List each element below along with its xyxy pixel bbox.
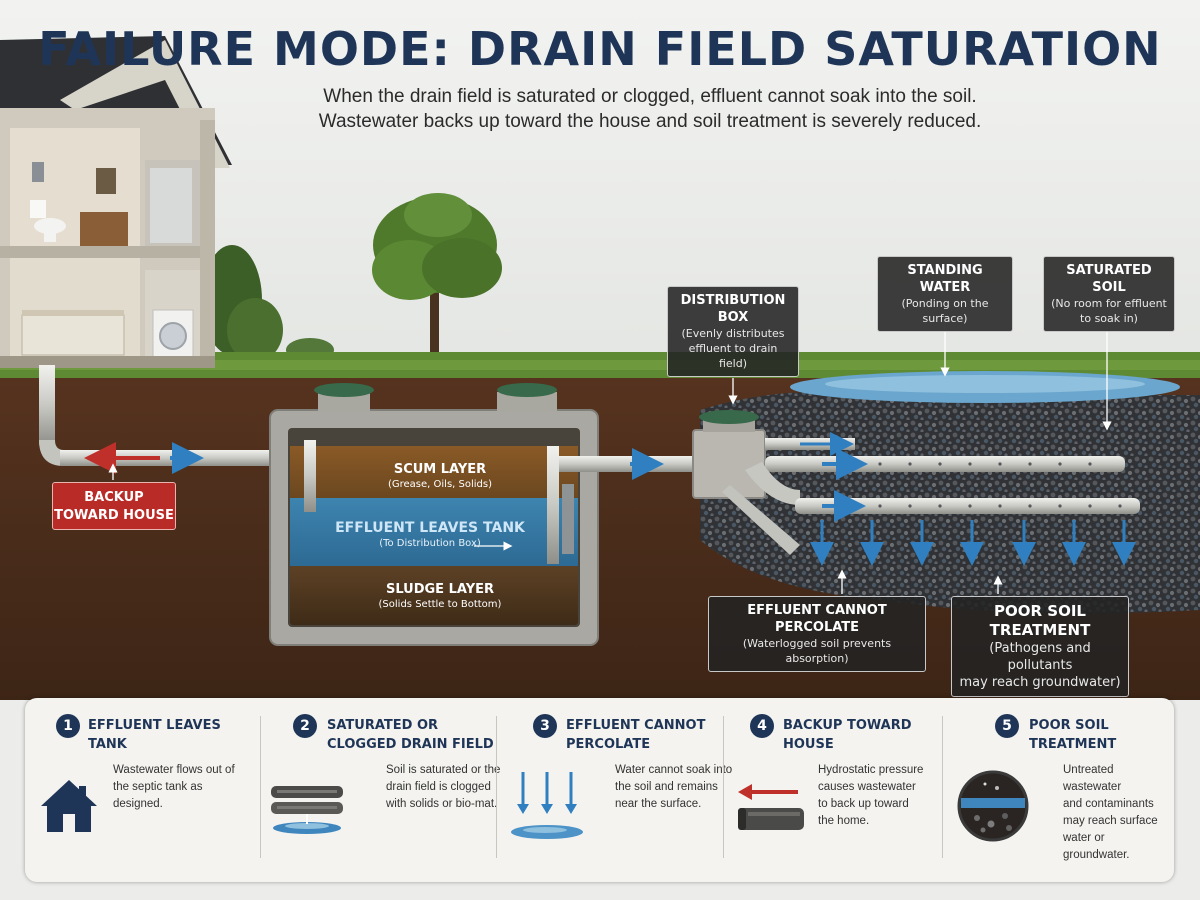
step-body: Soil is saturated or the drain field is … [386, 762, 516, 813]
step-4: 4 BACKUP TOWARD HOUSE Hydrostatic pressu… [724, 698, 942, 882]
septic-tank [269, 383, 599, 646]
standing-water-title: STANDING WATER [907, 263, 983, 295]
cannot-percolate-title: EFFLUENT CANNOT PERCOLATE [747, 603, 887, 635]
step-body-line: with solids or bio-mat. [386, 798, 498, 810]
step-title-line2: PERCOLATE [566, 737, 651, 752]
cannot-percolate-sub: (Waterlogged soil prevents absorption) [742, 637, 892, 665]
sludge-layer-label: SLUDGE LAYER (Solids Settle to Bottom) [330, 581, 550, 612]
percolation-arrows [810, 520, 1136, 566]
page-title: FAILURE MODE: DRAIN FIELD SATURATION [38, 22, 1162, 76]
step-body-line: the septic tank as [113, 781, 203, 793]
step-number: 1 [56, 714, 80, 738]
step-body: Untreated wastewater and contaminants ma… [1063, 762, 1173, 864]
step-title: EFFLUENT CANNOT PERCOLATE [566, 716, 705, 754]
dbox-title: DISTRIBUTION BOX [680, 293, 786, 325]
backup-label-line1: BACKUP [84, 490, 144, 505]
dbox-sub1: (Evenly distributes [681, 327, 785, 340]
distribution-box-label: DISTRIBUTION BOX (Evenly distributes eff… [667, 286, 799, 377]
outlet-pipe [559, 456, 699, 472]
soil-cross-section-icon [957, 770, 1029, 842]
step-title-line1: BACKUP TOWARD HOUSE [783, 718, 912, 752]
step-5: 5 POOR SOIL TREATMENT Untreated wastewat… [943, 698, 1174, 882]
step-body-line: causes wastewater [818, 781, 916, 793]
drain-laterals [722, 432, 1140, 555]
saturated-soil-title: SATURATED SOIL [1066, 263, 1152, 295]
step-body-line: Untreated wastewater [1063, 764, 1122, 793]
step-body: Water cannot soak into the soil and rema… [615, 762, 745, 813]
step-body: Wastewater flows out of the septic tank … [113, 762, 243, 813]
cannot-percolate-label: EFFLUENT CANNOT PERCOLATE (Waterlogged s… [708, 596, 926, 672]
sludge-layer [290, 566, 578, 625]
backup-pipe-icon [738, 784, 804, 830]
step-title-line1: POOR SOIL TREATMENT [1029, 718, 1117, 752]
saturated-soil-sub2: to soak in) [1080, 312, 1138, 325]
step-title: POOR SOIL TREATMENT [1029, 716, 1174, 754]
step-1: 1 EFFLUENT LEAVES TANK Wastewater flows … [25, 698, 260, 882]
saturated-soil-label: SATURATED SOIL (No room for effluent to … [1043, 256, 1175, 332]
step-body-line: Wastewater flows out of [113, 764, 235, 776]
step-title: BACKUP TOWARD HOUSE [783, 716, 942, 754]
effluent-leaves-sub: (To Distribution Box) [379, 538, 481, 549]
step-body-line: designed. [113, 798, 163, 810]
step-body-line: and contaminants [1063, 798, 1154, 810]
step-body-line: Water cannot soak into [615, 764, 733, 776]
step-title: SATURATED OR CLOGGED DRAIN FIELD [327, 716, 494, 754]
effluent-leaves-title: EFFLUENT LEAVES TANK [335, 520, 525, 536]
poor-treatment-sub2: may reach groundwater) [959, 675, 1121, 690]
step-number: 3 [533, 714, 557, 738]
step-body-line: to back up toward [818, 798, 909, 810]
backup-toward-house-label: BACKUP TOWARD HOUSE [52, 482, 176, 530]
effluent-layer [290, 498, 578, 566]
sludge-sub: (Solids Settle to Bottom) [378, 599, 502, 610]
tree [372, 193, 502, 360]
scum-layer [290, 446, 578, 498]
step-title: EFFLUENT LEAVES TANK [88, 716, 260, 754]
step-title-line1: EFFLUENT CANNOT [566, 718, 706, 733]
standing-water-sub: (Ponding on the surface) [901, 297, 989, 325]
dbox-sub2: effluent to drain field) [688, 342, 778, 370]
step-number: 4 [750, 714, 774, 738]
step-title-line1: EFFLUENT LEAVES TANK [88, 718, 221, 752]
backup-label-line2: TOWARD HOUSE [54, 508, 174, 523]
standing-water-label: STANDING WATER (Ponding on the surface) [877, 256, 1013, 332]
bushes [202, 245, 334, 362]
step-body-line: Soil is saturated or the [386, 764, 501, 776]
step-body-line: near the surface. [615, 798, 702, 810]
clogged-pipes-icon [271, 786, 343, 834]
divider [723, 716, 724, 858]
sludge-title: SLUDGE LAYER [385, 582, 494, 597]
step-number: 5 [995, 714, 1019, 738]
page-subtitle: When the drain field is saturated or clo… [318, 86, 982, 132]
step-number: 2 [293, 714, 317, 738]
distribution-box [692, 378, 766, 499]
scum-title: SCUM LAYER [393, 462, 487, 477]
step-2: 2 SATURATED OR CLOGGED DRAIN FIELD Soil … [261, 698, 500, 882]
step-3: 3 EFFLUENT CANNOT PERCOLATE Water cannot… [497, 698, 732, 882]
house [0, 36, 232, 368]
poor-treatment-label: POOR SOIL TREATMENT (Pathogens and pollu… [951, 596, 1129, 697]
step-body-line: may reach surface [1063, 815, 1158, 827]
step-body-line: Hydrostatic pressure [818, 764, 924, 776]
divider [260, 716, 261, 858]
step-body-line: the soil and remains [615, 781, 718, 793]
effluent-leaves-label: EFFLUENT LEAVES TANK (To Distribution Bo… [320, 520, 540, 551]
scum-sub: (Grease, Oils, Solids) [387, 479, 493, 490]
step-title-line1: SATURATED OR [327, 718, 439, 733]
step-body-line: the home. [818, 815, 870, 827]
steps-panel: 1 EFFLUENT LEAVES TANK Wastewater flows … [25, 698, 1174, 882]
scum-layer-label: SCUM LAYER (Grease, Oils, Solids) [330, 461, 550, 492]
divider [496, 716, 497, 858]
saturated-soil-sub1: (No room for effluent [1051, 297, 1167, 310]
poor-treatment-sub1: (Pathogens and pollutants [989, 641, 1091, 673]
step-body: Hydrostatic pressure causes wastewater t… [818, 762, 948, 830]
step-title-line2: CLOGGED DRAIN FIELD [327, 737, 494, 752]
poor-treatment-title: POOR SOIL TREATMENT [989, 602, 1091, 639]
house-icon [41, 780, 97, 832]
divider [942, 716, 943, 858]
step-body-line: drain field is clogged [386, 781, 491, 793]
step-body-line: water or groundwater. [1063, 832, 1130, 861]
down-arrows-puddle-icon [511, 772, 583, 839]
